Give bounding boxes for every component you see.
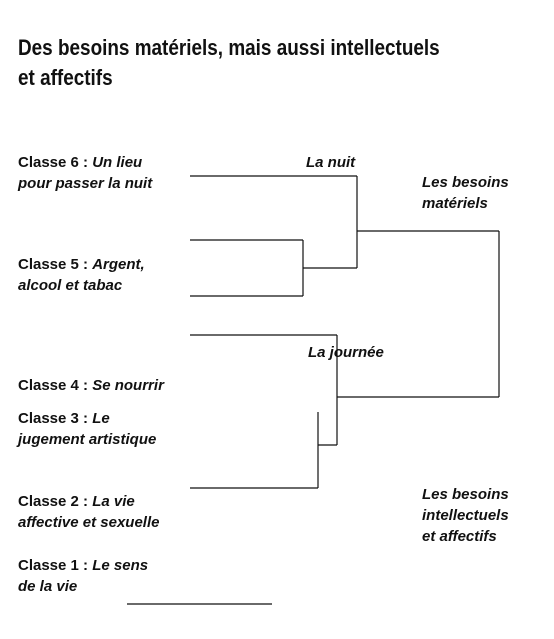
class-4-label: Classe 4 : Se nourrir	[18, 377, 164, 394]
class-1-label: Classe 1 : Le sens de la vie	[18, 557, 149, 595]
class-3-label: Classe 3 : Le jugement artistique	[18, 410, 157, 448]
class-6-label: Classe 6 : Un lieu pour passer la nuit	[18, 154, 153, 192]
dendrogram-branches	[127, 175, 500, 605]
label-la-nuit: La nuit	[306, 154, 356, 171]
class-2-label: Classe 2 : La vie affective et sexuelle	[18, 493, 160, 531]
class-5-label: Classe 5 : Argent, alcool et tabac	[18, 256, 145, 294]
page-title: Des besoins matériels, mais aussi intell…	[18, 35, 440, 90]
label-la-journee: La journée	[308, 344, 384, 361]
